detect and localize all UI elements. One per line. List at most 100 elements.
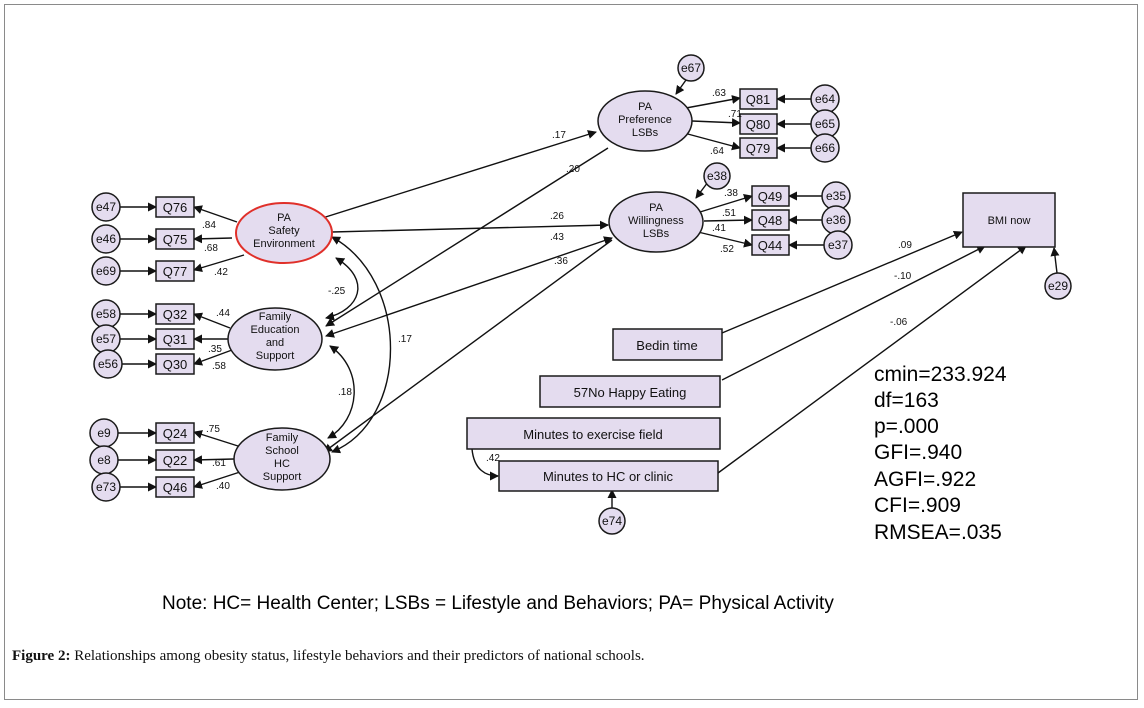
svg-text:e36: e36: [826, 213, 846, 227]
observed-exercise-field: Minutes to exercise field: [466, 417, 721, 450]
error-e35: e35: [821, 181, 851, 211]
observed-q77: Q77: [155, 260, 195, 282]
observed-q80: Q80: [739, 113, 778, 135]
observed-bmi-now: BMI now: [962, 192, 1056, 248]
fit-stat: CFI=.909: [874, 494, 961, 517]
observed-q75: Q75: [155, 228, 195, 250]
svg-text:Q44: Q44: [758, 238, 783, 253]
coef-label: .68: [204, 243, 218, 254]
observed-q24: Q24: [155, 422, 195, 444]
svg-text:e57: e57: [96, 332, 116, 346]
observed-q48: Q48: [751, 209, 790, 231]
error-e73: e73: [91, 472, 121, 502]
fit-stat: cmin=233.924: [874, 363, 1007, 386]
svg-text:Minutes to HC or clinic: Minutes to HC or clinic: [543, 469, 674, 484]
svg-text:e66: e66: [815, 141, 835, 155]
caption-label: Figure 2:: [12, 648, 71, 664]
observed-items: Q76 Q75 Q77 Q32 Q31 Q30 Q24 Q22 Q46 Q81 …: [155, 88, 1056, 498]
coef-label: .17: [552, 130, 566, 141]
svg-text:Q22: Q22: [163, 453, 188, 468]
svg-text:Q49: Q49: [758, 189, 783, 204]
latent-label: Support: [263, 471, 302, 483]
error-e36: e36: [821, 205, 851, 235]
latent-label: PA: [277, 212, 292, 224]
svg-text:Q81: Q81: [746, 92, 771, 107]
error-e38: e38: [703, 162, 731, 190]
svg-text:Q75: Q75: [163, 232, 188, 247]
svg-text:Q46: Q46: [163, 480, 188, 495]
coef-label: .75: [206, 424, 220, 435]
coef-label: .26: [550, 211, 564, 222]
latent-label: Willingness: [628, 215, 684, 227]
coef-label: .52: [720, 244, 734, 255]
coef-label: .17: [398, 334, 412, 345]
coef-label: .42: [214, 267, 228, 278]
fit-stat: RMSEA=.035: [874, 521, 1002, 544]
coef-label: .38: [724, 188, 738, 199]
figure-note: Note: HC= Health Center; LSBs = Lifestyl…: [162, 593, 834, 614]
latent-family-education: Family Education and Support: [227, 307, 323, 371]
svg-text:e47: e47: [96, 200, 116, 214]
observed-q81: Q81: [739, 88, 778, 110]
observed-q44: Q44: [751, 234, 790, 256]
error-e37: e37: [823, 230, 853, 260]
latent-label: School: [265, 445, 299, 457]
figure-caption: Figure 2: Relationships among obesity st…: [12, 648, 645, 665]
coef-label: .63: [712, 88, 726, 99]
latent-label: LSBs: [643, 228, 670, 240]
error-e57: e57: [91, 324, 121, 354]
latent-label: HC: [274, 458, 290, 470]
coef-label: .41: [712, 223, 726, 234]
svg-text:Minutes to exercise field: Minutes to exercise field: [523, 427, 662, 442]
svg-text:Q76: Q76: [163, 200, 188, 215]
error-e56: e56: [93, 349, 123, 379]
coef-label: .84: [202, 220, 216, 231]
coef-label: .42: [486, 453, 500, 464]
latent-label: PA: [638, 101, 653, 113]
latent-family-school: Family School HC Support: [233, 427, 331, 491]
fit-statistics: cmin=233.924 df=163 p=.000 GFI=.940 AGFI…: [874, 363, 1007, 544]
coef-label: .61: [212, 458, 226, 469]
svg-text:e67: e67: [681, 61, 701, 75]
svg-text:Q79: Q79: [746, 141, 771, 156]
svg-text:Q32: Q32: [163, 307, 188, 322]
svg-text:Q31: Q31: [163, 332, 188, 347]
observed-q31: Q31: [155, 328, 195, 350]
svg-text:BMI now: BMI now: [988, 215, 1031, 227]
svg-text:e38: e38: [707, 169, 727, 183]
svg-text:Q48: Q48: [758, 213, 783, 228]
observed-q32: Q32: [155, 303, 195, 325]
coef-label: .18: [338, 387, 352, 398]
latent-label: Family: [259, 311, 292, 323]
svg-text:Bedin time: Bedin time: [636, 338, 697, 353]
svg-text:e9: e9: [97, 426, 111, 440]
coef-label: -.25: [328, 286, 346, 297]
coef-label: .35: [208, 344, 222, 355]
fit-stat: df=163: [874, 389, 939, 412]
latent-label: Support: [256, 350, 295, 362]
observed-q79: Q79: [739, 137, 778, 159]
observed-hc-clinic: Minutes to HC or clinic: [498, 460, 719, 492]
latent-label: Environment: [253, 238, 315, 250]
svg-text:Q30: Q30: [163, 357, 188, 372]
error-e74: e74: [598, 507, 626, 535]
latent-pa-willingness: PA Willingness LSBs: [608, 191, 704, 253]
error-e9: e9: [89, 418, 119, 448]
coef-label: .44: [216, 308, 230, 319]
path-coefficients: .84 .68 .42 .44 .35 .58 .75 .61 .40 .63 …: [202, 88, 912, 492]
error-e8: e8: [89, 445, 119, 475]
svg-text:e37: e37: [828, 238, 848, 252]
coef-label: .58: [212, 361, 226, 372]
paths: [118, 79, 1060, 508]
coef-label: -.06: [890, 317, 908, 328]
coef-label: .09: [898, 240, 912, 251]
latent-label: Family: [266, 432, 299, 444]
observed-bedin-time: Bedin time: [612, 328, 723, 361]
svg-text:Q80: Q80: [746, 117, 771, 132]
svg-text:Q24: Q24: [163, 426, 188, 441]
coef-label: .40: [216, 481, 230, 492]
svg-text:e73: e73: [96, 480, 116, 494]
svg-text:57No Happy Eating: 57No Happy Eating: [574, 385, 687, 400]
figure-frame: [4, 4, 1138, 700]
